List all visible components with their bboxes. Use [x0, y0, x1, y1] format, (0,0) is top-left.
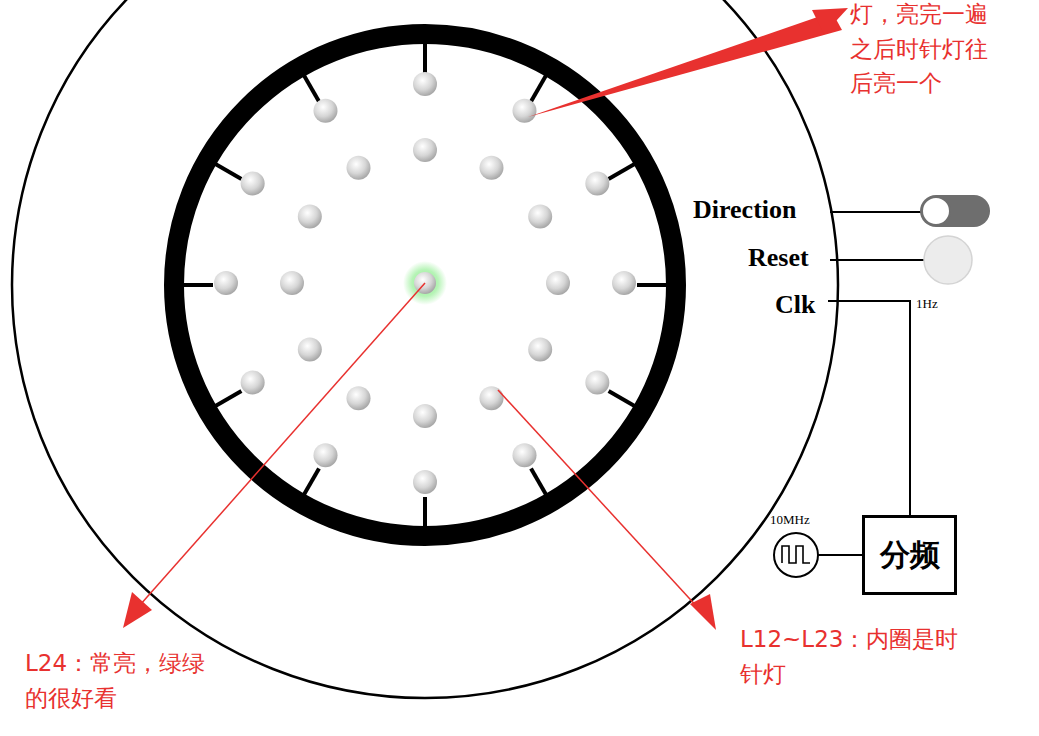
led-dot	[546, 271, 570, 295]
callout-arrows	[123, 8, 848, 630]
frequency-label: 10MHz	[770, 512, 810, 528]
led-dot	[280, 271, 304, 295]
clock-tick	[423, 39, 427, 73]
clock-tick	[609, 391, 638, 408]
led-dot	[314, 99, 338, 123]
clock-tick	[212, 391, 241, 408]
led-dot	[214, 271, 238, 295]
divider-box: 分频	[862, 515, 957, 595]
led-dot	[528, 338, 552, 362]
clock-source	[774, 533, 818, 577]
led-dot	[585, 172, 609, 196]
led-dot	[314, 443, 338, 467]
clock-tick	[637, 283, 671, 287]
led-dot	[612, 271, 636, 295]
outer-circle	[12, 0, 838, 698]
signal-name: Reset	[748, 243, 809, 273]
frequency-label: 1Hz	[916, 296, 938, 312]
led-dot	[528, 205, 552, 229]
direction-toggle	[920, 195, 990, 227]
led-dot	[347, 386, 371, 410]
clock-tick	[423, 497, 427, 531]
callout-note: L12~L23：内圈是时 针灯	[740, 622, 1000, 691]
clock-tick	[609, 162, 638, 179]
control-wires	[818, 212, 924, 555]
signal-name: Direction	[693, 195, 797, 225]
led-dot	[241, 371, 265, 395]
signal-name: Clk	[775, 290, 815, 320]
led-dot	[480, 386, 504, 410]
clock-tick	[531, 72, 548, 101]
clock-tick	[212, 162, 241, 179]
led-dot	[347, 156, 371, 180]
led-dot	[513, 443, 537, 467]
led-dot	[480, 156, 504, 180]
clock-tick	[302, 469, 319, 498]
callout-note: 灯，亮完一遍 之后时针灯往 后亮一个	[850, 0, 1010, 101]
box-label: 分频	[880, 535, 940, 576]
led-dot	[298, 338, 322, 362]
led-dot	[513, 99, 537, 123]
clock-tick	[531, 469, 548, 498]
clock-ring	[174, 34, 676, 536]
clock-ticks	[179, 39, 671, 531]
clock-tick	[179, 283, 213, 287]
led-dot	[413, 470, 437, 494]
led-dot	[298, 205, 322, 229]
led-dot	[413, 138, 437, 162]
reset-button	[924, 236, 972, 284]
clock-tick	[302, 72, 319, 101]
led-dot	[413, 72, 437, 96]
callout-note: L24：常亮，绿绿 的很好看	[25, 646, 275, 715]
led-dot	[585, 371, 609, 395]
led-dot	[413, 404, 437, 428]
led-dot	[241, 172, 265, 196]
